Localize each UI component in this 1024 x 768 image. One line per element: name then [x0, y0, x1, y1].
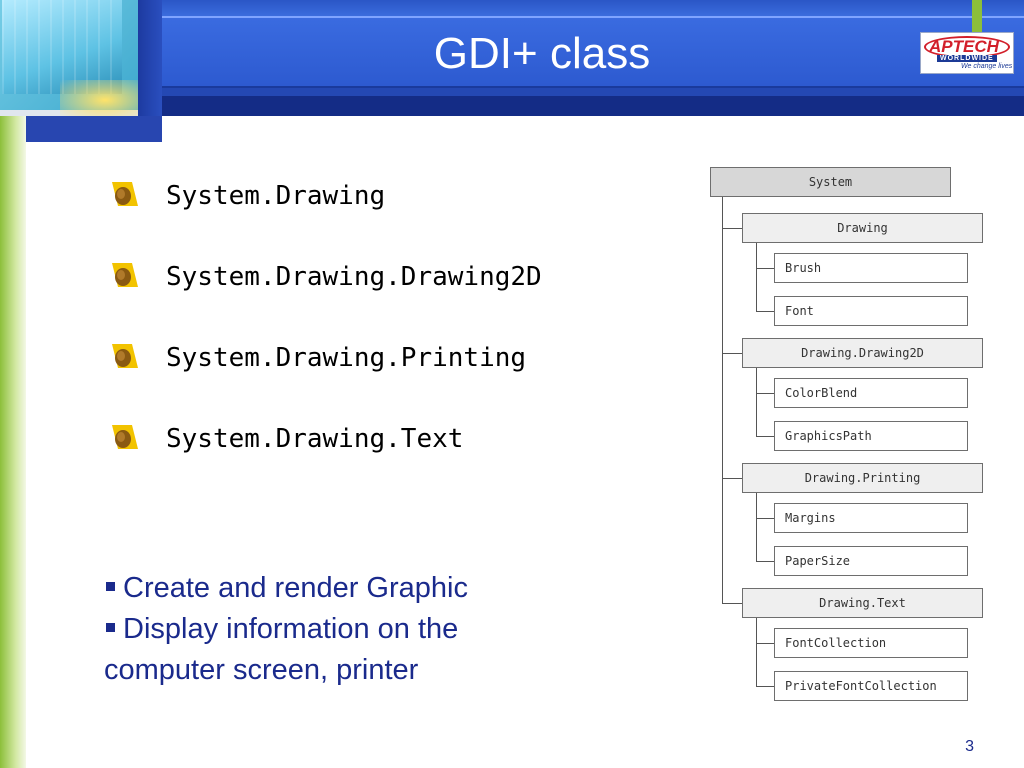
- header-divider: [162, 16, 1024, 18]
- tree-node-drawing: Drawing: [742, 213, 983, 243]
- namespace-label: System.Drawing.Drawing2D: [166, 262, 542, 292]
- monitor-screen: [2, 0, 122, 94]
- header-stripe: [162, 0, 1024, 18]
- tree-connector: [756, 268, 774, 269]
- description-block: Create and render Graphic Display inform…: [104, 568, 574, 691]
- header-band: [0, 0, 1024, 116]
- left-green-border: [0, 116, 26, 768]
- tree-connector: [756, 436, 774, 437]
- logo-tagline: We change lives: [961, 63, 1013, 70]
- tree-connector: [722, 353, 742, 354]
- namespace-label: System.Drawing.Text: [166, 424, 464, 454]
- tree-connector: [756, 311, 774, 312]
- tree-connector: [722, 228, 742, 229]
- tree-node-drawing2d: Drawing.Drawing2D: [742, 338, 983, 368]
- slide-title: GDI+ class: [433, 29, 651, 78]
- description-text: Create and render Graphic: [123, 572, 468, 604]
- tree-connector: [756, 643, 774, 644]
- square-bullet-icon: [106, 623, 115, 633]
- square-bullet-icon: [106, 582, 115, 592]
- tree-node-graphicspath: GraphicsPath: [774, 421, 968, 451]
- tree-node-margins: Margins: [774, 503, 968, 533]
- tree-node-font: Font: [774, 296, 968, 326]
- header-corner: [0, 116, 162, 142]
- top-green-accent: [972, 0, 982, 34]
- tree-connector: [722, 197, 723, 603]
- bullet-icon: [112, 425, 138, 449]
- tree-node-privatefontcollection: PrivateFontCollection: [774, 671, 968, 701]
- bullet-icon: [112, 263, 138, 287]
- page-number: 3: [965, 738, 974, 755]
- tree-connector: [756, 686, 774, 687]
- namespace-label: System.Drawing: [166, 181, 386, 211]
- tree-connector: [756, 618, 757, 686]
- tree-connector: [756, 243, 757, 311]
- tree-connector: [756, 518, 774, 519]
- tree-connector: [756, 493, 757, 561]
- namespace-label: System.Drawing.Printing: [166, 343, 527, 373]
- monitor-glow: [60, 80, 150, 116]
- tree-connector: [756, 561, 774, 562]
- tree-node-papersize: PaperSize: [774, 546, 968, 576]
- tree-connector: [756, 368, 757, 436]
- description-text: Display information on the computer scre…: [104, 613, 459, 686]
- description-item: Create and render Graphic: [104, 568, 574, 609]
- bullet-icon: [112, 182, 138, 206]
- aptech-logo: APTECH WORLDWIDE We change lives: [920, 32, 1014, 74]
- header-stripe: [162, 86, 1024, 96]
- tree-node-text: Drawing.Text: [742, 588, 983, 618]
- logo-main-text: APTECH: [929, 37, 999, 56]
- header-stripe: [162, 96, 1024, 116]
- tree-connector: [722, 478, 742, 479]
- monitor-image: [0, 0, 162, 116]
- tree-node-system: System: [710, 167, 951, 197]
- tree-node-fontcollection: FontCollection: [774, 628, 968, 658]
- header-stripe: [162, 18, 1024, 86]
- tree-connector: [756, 393, 774, 394]
- tree-connector: [722, 603, 742, 604]
- logo-sub-text: WORLDWIDE: [937, 55, 997, 62]
- monitor-edge: [138, 0, 162, 116]
- bullet-icon: [112, 344, 138, 368]
- tree-node-printing: Drawing.Printing: [742, 463, 983, 493]
- description-item: Display information on the computer scre…: [104, 609, 574, 691]
- tree-node-brush: Brush: [774, 253, 968, 283]
- tree-node-colorblend: ColorBlend: [774, 378, 968, 408]
- header-divider: [162, 86, 1024, 88]
